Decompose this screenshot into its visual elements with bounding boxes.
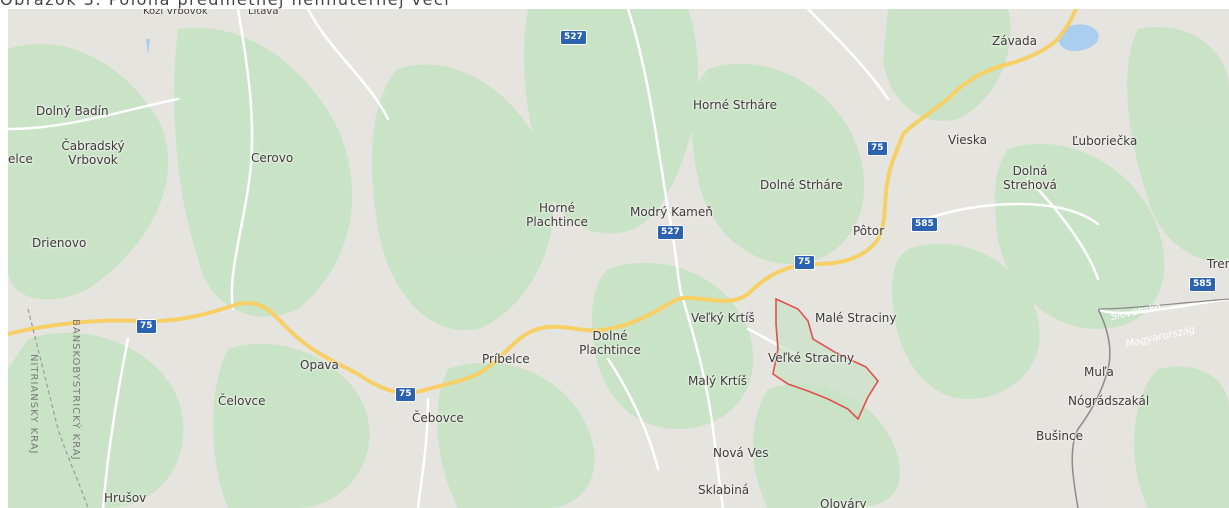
place-horne-strhare: Horné Strháre [693, 98, 777, 112]
place-cabradsky-vrbovok: Čabradský Vrbovok [61, 139, 125, 167]
place-mula: Muľa [1084, 365, 1114, 379]
road-shield-75: 75 [867, 141, 888, 156]
road-shield-585: 585 [911, 217, 938, 232]
place-opava: Opava [300, 358, 339, 372]
place-elce: elce [8, 152, 33, 166]
place-dolne-plachtince: Dolné Plachtince [579, 329, 641, 357]
place-male-straciny: Malé Straciny [815, 311, 897, 325]
place-litava: Litava [248, 9, 279, 17]
place-nogradszakal: Nógrádszakál [1068, 394, 1150, 408]
place-potor: Pôtor [853, 224, 885, 238]
road-shield-75-c: 75 [136, 319, 157, 334]
road-shield-585-b: 585 [1189, 277, 1216, 292]
place-dolna-strehova: Dolná Strehová [1003, 164, 1057, 192]
road-shield-75-d: 75 [395, 387, 416, 402]
place-drienovo: Drienovo [32, 236, 87, 250]
place-businc: Bušince [1036, 429, 1084, 443]
place-zavada: Závada [992, 34, 1037, 48]
place-hrusov: Hrušov [104, 491, 147, 505]
place-horne-plachtince: Horné Plachtince [526, 201, 588, 229]
place-vieska: Vieska [948, 133, 988, 147]
place-maly-krtis: Malý Krtíš [688, 374, 748, 388]
map-view[interactable]: Kozí Vrbovok Litava Dolný Badín Čabradsk… [8, 9, 1229, 508]
road-shield-527-b: 527 [657, 225, 684, 240]
place-olovary: Olováry [820, 497, 867, 508]
place-pribelce: Príbelce [482, 352, 530, 366]
place-dolny-badin: Dolný Badín [36, 104, 109, 118]
place-modry-kamen: Modrý Kameň [630, 205, 713, 219]
place-velke-straciny: Veľké Straciny [768, 351, 855, 365]
place-dolne-strhare: Dolné Strháre [760, 178, 843, 192]
place-tren: Tren [1207, 257, 1229, 271]
place-cerovo: Cerovo [251, 151, 294, 165]
county-label-nitriansky: NITRIANSKY KRAJ [28, 354, 39, 455]
place-luboriecka: Ľuboriečka [1072, 134, 1138, 148]
place-nova-ves: Nová Ves [713, 446, 769, 460]
road-shield-527: 527 [560, 30, 587, 45]
place-velky-krtis: Veľký Krtíš [691, 311, 755, 325]
place-sklabina: Sklabiná [698, 483, 750, 497]
road-shield-75-b: 75 [794, 255, 815, 270]
county-label-banskobystricky: BANSKOBYSTRICKÝ KRAJ [70, 319, 81, 461]
place-kozi-vrbovok: Kozí Vrbovok [143, 9, 208, 17]
figure-caption: Obrázok 3: Poloha predmetnej nehnuteľnej… [0, 0, 450, 9]
place-celovce: Čelovce [218, 394, 266, 408]
map-canvas [8, 9, 1229, 508]
place-cebovce: Čebovce [412, 411, 464, 425]
